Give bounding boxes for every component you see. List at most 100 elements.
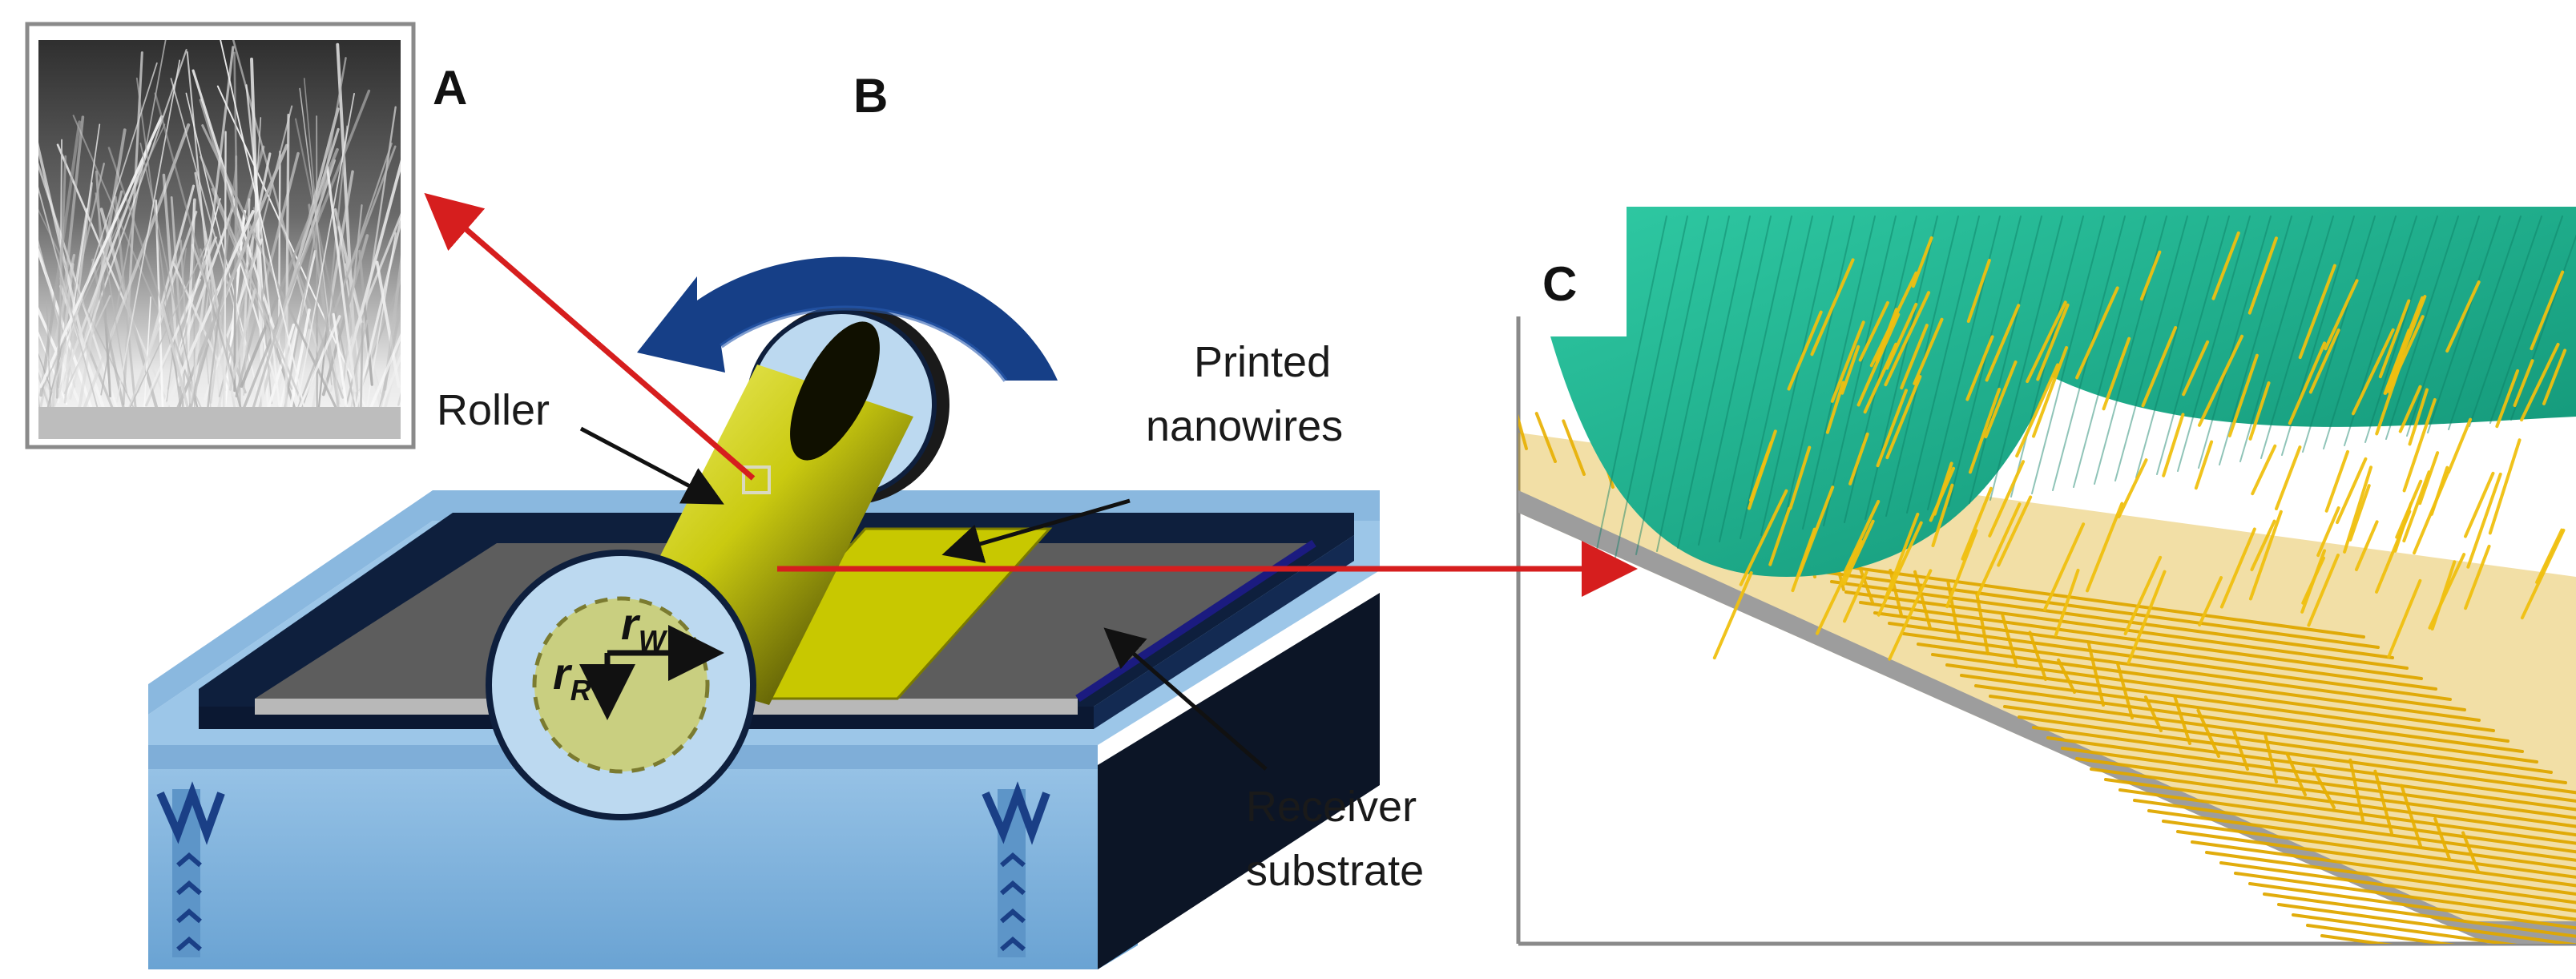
label-roller: Roller <box>437 386 550 434</box>
stamp-ridge <box>2135 216 2209 478</box>
stamp-wire <box>2250 519 2276 572</box>
stamp-wire <box>1843 570 1869 623</box>
stamp-ridge <box>1740 216 1813 539</box>
stamp-wire <box>2247 236 2278 315</box>
stamp-wire <box>1768 506 1792 566</box>
sem-fiber <box>376 353 401 418</box>
stamp-ridge <box>1969 216 2042 504</box>
rotation-arrow-icon <box>637 256 1058 381</box>
sem-fiber <box>38 208 139 418</box>
stamp-wire <box>1840 344 1860 395</box>
stamp-wire <box>1876 389 1908 468</box>
panel-a-sem-image <box>25 22 416 449</box>
stamp-wire <box>1966 259 1991 324</box>
stamp-wire <box>2324 279 2359 351</box>
sem-fiber <box>137 278 202 418</box>
stamp-wire <box>1997 495 2033 567</box>
sem-fiber <box>190 46 235 404</box>
stub-wire <box>2115 661 2134 719</box>
stamp-wire <box>1911 236 1933 288</box>
stamp-wire <box>2026 300 2067 384</box>
stamp-wire <box>2211 231 2240 300</box>
aligned-wire <box>2234 872 2576 921</box>
sem-fiber <box>116 59 181 403</box>
sem-fiber <box>114 195 138 419</box>
stamp-wire <box>1968 387 2002 474</box>
sem-fiber <box>383 255 401 391</box>
sem-fiber <box>39 120 82 397</box>
stamp-wire <box>2117 458 2148 519</box>
sem-fiber <box>303 78 333 385</box>
sem-fiber <box>75 128 127 421</box>
sem-fiber <box>335 159 401 407</box>
stub-wire <box>2231 728 2249 771</box>
sem-fiber <box>284 113 290 422</box>
stamp-wire <box>2248 381 2271 441</box>
sem-fiber <box>218 105 293 397</box>
sem-fiber <box>220 40 306 410</box>
stamp-ridge <box>1615 216 1688 558</box>
stamp-wire <box>1965 335 1994 401</box>
stamp-wire <box>2402 470 2431 543</box>
sem-fiber <box>39 115 163 389</box>
aligned-wire <box>2133 799 2576 862</box>
stamp-wire <box>2520 528 2566 620</box>
stamp-ridge <box>2448 216 2522 430</box>
sem-fiber <box>154 92 245 420</box>
arrow-to-sem <box>424 192 756 481</box>
stamp-ridge <box>1677 216 1751 549</box>
stub-wire <box>2433 816 2451 860</box>
aligned-wire <box>1873 611 2437 691</box>
substrate-pointer <box>1103 627 1268 771</box>
sem-fiber <box>297 315 341 410</box>
stamp-ridge <box>1781 216 1855 533</box>
stamp-wire <box>2413 472 2449 555</box>
sem-fiber <box>171 260 251 431</box>
stamp-wire <box>2182 340 2210 397</box>
stub-wire <box>2348 758 2364 822</box>
aligned-wire <box>2147 809 2576 871</box>
stamp-wire <box>1884 291 1931 387</box>
stub-wire <box>1534 412 1557 463</box>
stamp-wire <box>1830 320 1865 403</box>
stamp-ridge <box>1906 216 1980 514</box>
stamp-wire <box>2127 570 2167 665</box>
sem-fiber <box>95 192 128 393</box>
stamp-wire <box>1988 460 2026 538</box>
stamp-wire <box>1869 271 1918 368</box>
stamp-wire <box>2418 451 2440 506</box>
stamp-ridge <box>1844 216 1917 523</box>
sem-fiber <box>228 288 257 391</box>
stamp-wire <box>1984 360 2018 439</box>
sem-fiber <box>160 303 190 410</box>
stamp-wire <box>2015 363 2060 458</box>
stamp-ridge <box>2323 216 2397 449</box>
sem-fiber <box>236 248 279 391</box>
sem-fiber <box>95 170 111 397</box>
stamp-wire <box>2275 445 2302 510</box>
aligned-nanowires <box>1801 559 2576 944</box>
sem-fiber <box>358 249 373 386</box>
label-substrate: substrate <box>1246 847 1424 895</box>
stamp-wire <box>2445 280 2481 353</box>
sem-fiber <box>204 164 238 431</box>
sem-nanowire-texture <box>38 40 401 431</box>
stamp-wire <box>1961 486 1993 561</box>
stamp-wire <box>1787 310 1823 391</box>
stamp-wire <box>2043 522 2086 611</box>
stamp-wire <box>2535 528 2564 584</box>
sem-fiber <box>65 49 187 398</box>
stamp-wire <box>2530 270 2565 351</box>
aligned-wire <box>2118 788 2576 854</box>
stamp-wire <box>2198 576 2223 626</box>
stamp-wire <box>1929 466 1956 522</box>
base-side <box>1098 593 1380 969</box>
sem-fiber <box>316 125 349 422</box>
stamp-ridge <box>2427 216 2501 433</box>
stamp-ridge <box>2156 216 2230 475</box>
stamp-ridge <box>1635 216 1709 555</box>
sem-fiber <box>351 216 401 425</box>
sem-fiber <box>336 42 361 427</box>
stamp-wire <box>2464 471 2495 538</box>
aligned-wire <box>1974 684 2538 763</box>
